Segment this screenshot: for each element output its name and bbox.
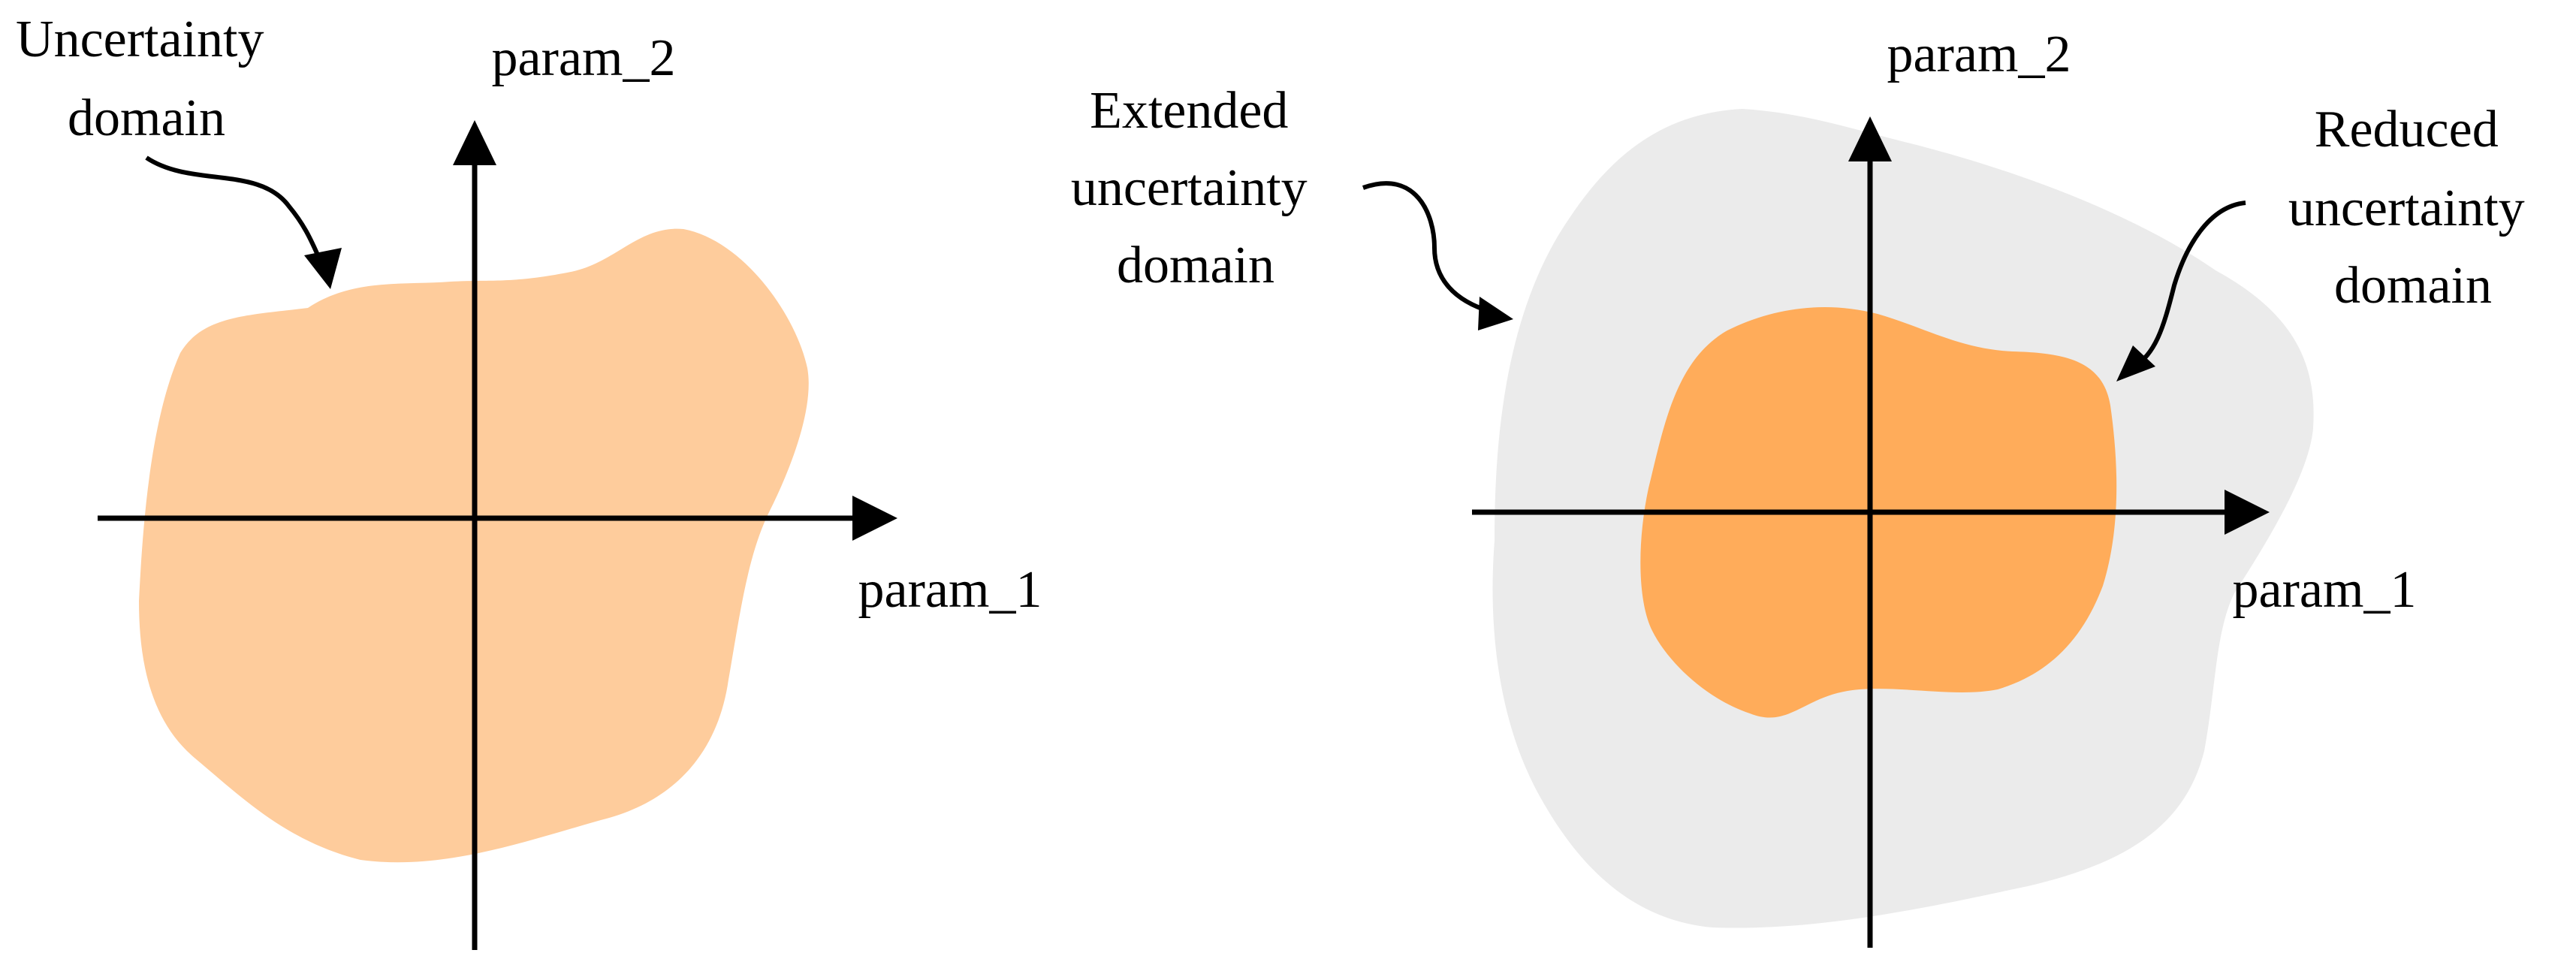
left-domain-label-line-1: Uncertainty [16, 11, 264, 68]
reduced-domain-label-line-3: domain [2334, 257, 2492, 315]
left-x-axis-arrowhead [852, 496, 897, 541]
right-x-axis-label: param_1 [2233, 561, 2417, 619]
left-panel: Uncertainty domain param_2 param_1 [16, 11, 1042, 950]
left-domain-pointer [145, 155, 324, 264]
extended-domain-label-line-3: domain [1117, 237, 1274, 294]
right-y-axis-arrowhead [1848, 116, 1892, 161]
right-x-axis-arrowhead [2225, 490, 2270, 535]
left-domain-label-line-2: domain [68, 89, 225, 147]
extended-domain-pointer [1362, 181, 1492, 314]
left-domain-pointer-arrowhead [304, 248, 342, 289]
left-x-axis-label: param_1 [858, 561, 1042, 619]
extended-domain-label-line-1: Extended [1090, 82, 1288, 140]
reduced-domain-label-line-1: Reduced [2315, 101, 2499, 158]
reduced-domain-label-line-2: uncertainty [2288, 179, 2525, 237]
reduced-domain-label: Reduced uncertainty domain [2288, 101, 2538, 315]
extended-domain-pointer-arrowhead [1478, 297, 1513, 330]
extended-domain-label-line-2: uncertainty [1071, 159, 1308, 217]
left-y-axis-label: param_2 [492, 29, 676, 87]
left-y-axis-arrowhead [453, 120, 496, 165]
left-domain-label: Uncertainty domain [16, 11, 277, 147]
right-panel: Extended uncertainty domain Reduced unce… [1071, 26, 2538, 948]
reduced-domain-pointer [2131, 201, 2246, 370]
reduced-domain-pointer-arrowhead [2116, 345, 2155, 382]
extended-domain-label: Extended uncertainty domain [1071, 82, 1320, 294]
right-y-axis-label: param_2 [1887, 26, 2071, 83]
